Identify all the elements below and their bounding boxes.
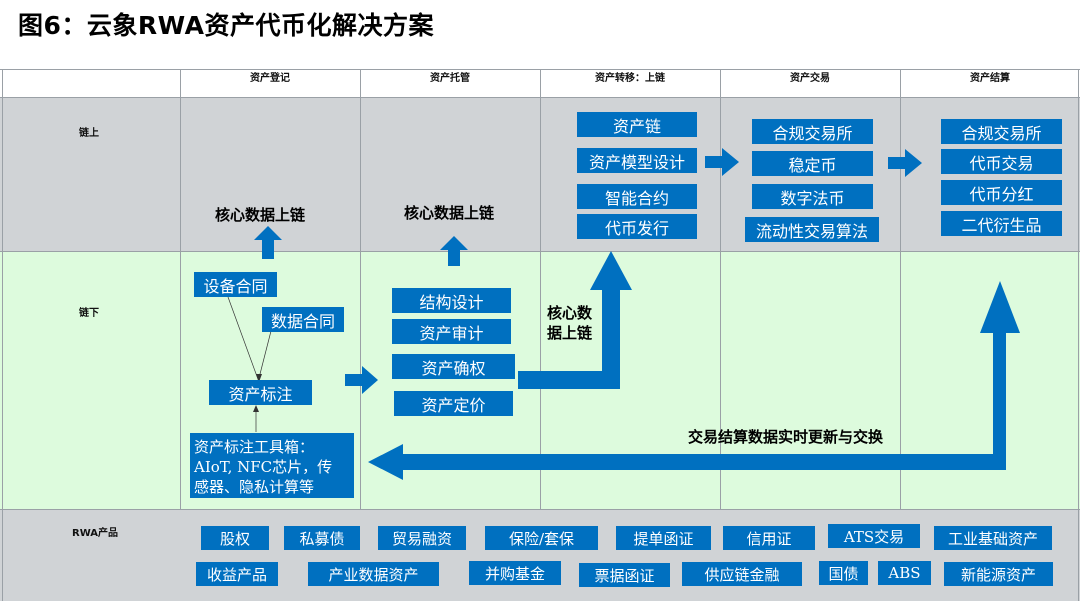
column-header: 资产结算 <box>970 73 1010 84</box>
grid-line <box>900 69 901 509</box>
up-arrow <box>254 226 282 259</box>
product-tag: 保险/套保 <box>485 526 598 550</box>
grid-line <box>180 69 181 509</box>
onchain-col4-box: 流动性交易算法 <box>745 217 879 242</box>
grid-line <box>540 69 541 509</box>
column-header: 资产登记 <box>250 73 290 84</box>
product-tag: 提单函证 <box>616 526 711 550</box>
offchain-col2-box: 资产审计 <box>392 319 511 344</box>
row-label-onchain: 链上 <box>79 128 99 139</box>
grid-line <box>0 509 1080 510</box>
onchain-col5-box: 合规交易所 <box>941 119 1062 144</box>
column-header: 资产交易 <box>790 73 830 84</box>
product-tag: ABS <box>878 561 931 585</box>
grid-line <box>360 69 361 509</box>
offchain-col2-box: 资产确权 <box>392 354 515 379</box>
product-tag: 并购基金 <box>469 561 561 585</box>
row-label-offchain: 链下 <box>79 308 99 319</box>
data-contract-box: 数据合同 <box>262 307 344 332</box>
core-data-onchain-label: 核心数据上链 <box>215 206 306 224</box>
exchange-update-label: 交易结算数据实时更新与交换 <box>688 428 884 446</box>
onchain-col3-box: 资产链 <box>577 112 697 137</box>
product-tag: 票据函证 <box>579 563 670 587</box>
l-arrow <box>518 251 632 389</box>
product-tag: 国债 <box>819 561 868 585</box>
grid-line <box>2 69 3 601</box>
product-tag: 工业基础资产 <box>934 526 1052 550</box>
onchain-col3-box: 智能合约 <box>577 184 697 209</box>
product-tag: 收益产品 <box>196 562 278 586</box>
column-header: 资产托管 <box>430 73 470 84</box>
onchain-col3-box: 代币发行 <box>577 214 697 239</box>
product-tag: 贸易融资 <box>378 526 466 550</box>
row-label-products: RWA产品 <box>72 528 119 539</box>
onchain-col4-box: 合规交易所 <box>752 119 873 144</box>
product-tag: 信用证 <box>723 526 815 550</box>
onchain-col4-box: 数字法币 <box>752 184 873 209</box>
right-arrow <box>888 149 922 177</box>
onchain-col4-box: 稳定币 <box>752 151 873 176</box>
connector-arrowhead <box>253 405 259 412</box>
product-tag: 产业数据资产 <box>308 562 439 586</box>
device-contract-box: 设备合同 <box>194 272 277 297</box>
loop-arrow <box>368 281 1020 480</box>
product-tag: 股权 <box>201 526 269 550</box>
asset-tag-toolbox: 资产标注工具箱： AIoT, NFC芯片，传 感器、隐私计算等 <box>190 433 354 498</box>
core-data-onchain-label: 核心数据上链 <box>404 204 495 222</box>
up-arrow <box>440 236 468 266</box>
connector-line <box>227 296 260 383</box>
product-tag: 供应链金融 <box>682 562 802 586</box>
onchain-col5-box: 二代衍生品 <box>941 211 1062 236</box>
grid-line <box>720 69 721 509</box>
asset-tag-box: 资产标注 <box>209 380 312 405</box>
page-title: 图6：云象RWA资产代币化解决方案 <box>18 11 434 40</box>
onchain-col3-box: 资产模型设计 <box>577 148 697 173</box>
right-arrow <box>345 366 378 394</box>
onchain-col5-box: 代币交易 <box>941 149 1062 174</box>
connector-arrowhead <box>256 374 262 382</box>
connector-line <box>258 330 272 379</box>
offchain-col2-box: 结构设计 <box>392 288 511 313</box>
product-tag: 新能源资产 <box>944 562 1053 586</box>
product-tag: ATS交易 <box>828 524 920 548</box>
onchain-col5-box: 代币分红 <box>941 180 1062 205</box>
right-arrow <box>705 148 739 176</box>
grid-line <box>1078 69 1079 601</box>
column-header: 资产转移：上链 <box>595 73 665 84</box>
product-tag: 私募债 <box>284 526 360 550</box>
offchain-col2-box: 资产定价 <box>394 391 513 416</box>
core-data-onchain-label: 核心数 据上链 <box>547 304 593 342</box>
